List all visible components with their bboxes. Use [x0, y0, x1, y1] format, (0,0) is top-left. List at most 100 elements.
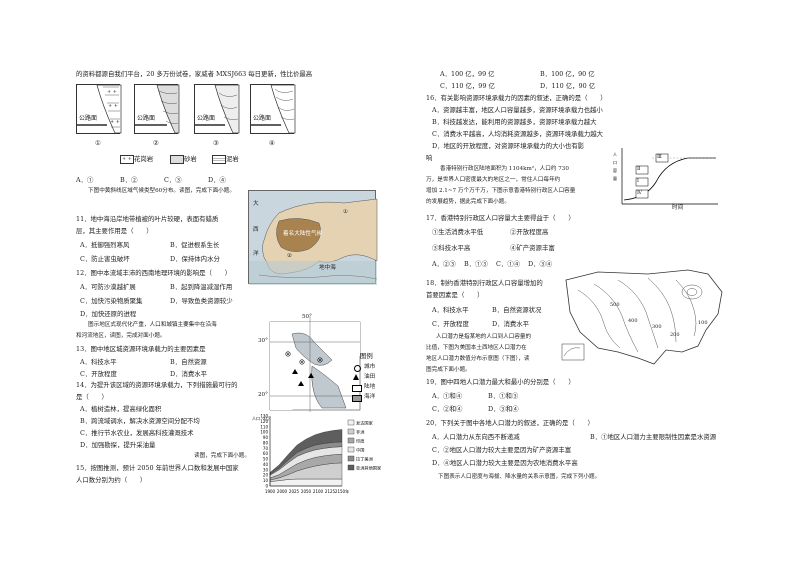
legend-label: 非洲	[356, 429, 364, 436]
map2-legend-title: 图例	[360, 352, 373, 360]
y-tick-label: 130	[260, 414, 268, 419]
rock-figure-2: 公路面	[134, 84, 180, 134]
q12-option-c: C．加快污染物质聚集	[80, 297, 143, 305]
q18-option-d: D．消费水平	[492, 320, 530, 328]
mediterranean-map: 着名大陆性气候 地中海 ① ② 大 西 洋	[248, 190, 378, 285]
x-tick-label: 1900	[265, 489, 276, 494]
svg-text:容: 容	[613, 167, 617, 173]
y-axis-label: 人口（亿）	[252, 415, 272, 421]
legend-swatch	[347, 455, 355, 462]
q19-option-a: A．①和④	[432, 392, 463, 400]
q11-stem-line1: 11．地中海沿岸地带植被的叶片较硬，表面有蜡质	[76, 215, 219, 223]
legend-oilfield: 油田	[364, 374, 376, 380]
y-tick-label: 30	[263, 467, 269, 472]
pop-intro-line4: 图完成下面小题。	[426, 367, 471, 373]
q14-option-c: C．推行节水农业，发展高科技灌溉技术	[80, 429, 194, 437]
q18-option-a: A．科技水平	[432, 306, 469, 314]
q16-option-b: B．科技越发达，能利用的资源越多，资源环境承载力越大	[432, 118, 597, 126]
y-tick-label: 20	[263, 473, 269, 478]
q20-option-c: C．②地区人口潜力较大主要是因为矿产资源丰富	[432, 446, 572, 454]
y-tick-label: 70	[263, 446, 269, 451]
q14-stem-line2: 是（ ）	[76, 393, 108, 401]
y-tick-label: 90	[263, 435, 269, 440]
q20-option-a: A．人口潜力从东向西不断递减	[432, 433, 520, 441]
q13-option-c: C．开放程度	[80, 370, 117, 378]
road-surface-label: 公路面	[79, 115, 98, 122]
y-tick-label: 80	[263, 440, 269, 445]
rock-figure-3: 公路面	[194, 84, 240, 134]
legend-label: 中国	[356, 447, 364, 454]
q16-tail: 响	[426, 154, 433, 162]
q17-stem: 17．香港特别行政区人口容量大主要得益于（ ）	[426, 214, 575, 222]
header-note: 的资料都源自我们平台，20 多万份试卷，家威者 MXSJ663 每日更新，性比价…	[76, 70, 313, 78]
q10-option-c: C．③	[164, 176, 182, 184]
isoline-label-300: 300	[652, 324, 662, 330]
legend-label: 印度	[356, 438, 365, 445]
q16-option-a: A．资源越丰富，地区人口容量越多，资源环境承载力也越小	[432, 106, 603, 114]
us-population-potential-map: 500 400 300 200 100	[558, 262, 728, 372]
lat-50-label: 50°	[302, 314, 312, 320]
q11-stem-line2: 层，其主要作用是（ ）	[76, 227, 153, 235]
hk-mark-iv: Ⅳ	[637, 190, 642, 196]
q13-intro-line2: 和河流地区，读图，完成对面小题。	[76, 333, 166, 339]
hk-mark-ii: Ⅱ	[637, 166, 641, 172]
legend-sandstone: 砂岩	[184, 155, 197, 163]
legend-city: 城市	[364, 364, 376, 370]
q14-option-b: B．跨流域调水，解决水资源空间分配不均	[80, 417, 200, 425]
q11-intro: 下图中黄斜线区域气候类型60分布。读图，完成下面小题。	[88, 188, 235, 194]
figure-label-2: ②	[153, 139, 159, 147]
q10-option-b: B．②	[120, 176, 138, 184]
road-surface-label: 公路面	[137, 115, 156, 122]
svg-text:口: 口	[613, 160, 617, 165]
chart-axes	[269, 416, 342, 487]
svg-text:+ +: + +	[107, 89, 117, 95]
mudstone-legend-swatch	[212, 155, 226, 164]
granite-legend-swatch: + +	[120, 155, 134, 164]
y-tick-label: 0	[265, 484, 268, 489]
x-tick-label: 2050	[301, 489, 312, 494]
q15-intro: 读图，完成下面小题。	[194, 453, 250, 459]
q18-option-b: B．自然资源状况	[492, 306, 542, 314]
figure-label-3: ③	[213, 139, 219, 147]
legend-swatch	[347, 428, 355, 435]
q20-stem: 20．下列关于图中各地人口潜力的叙述，正确的是（ ）	[426, 419, 594, 427]
road-surface-label: 公路面	[197, 115, 216, 122]
map1-mark-1: ①	[343, 209, 349, 215]
isoline-label-400: 400	[628, 318, 638, 324]
rock-figure-4: 公路面	[250, 84, 296, 134]
map1-mark-2: ②	[287, 253, 293, 259]
q12-extra: D．加快还原的进程	[80, 310, 137, 318]
q15-option-d: D．110 亿，90 亿	[540, 82, 596, 90]
q12-option-b: B．起到降温减湿作用	[170, 283, 233, 291]
population-chart-svg: 1301201101009080706050403020100人口（亿）1900…	[252, 414, 382, 495]
q19-option-d: D．③和④	[488, 405, 519, 413]
q13-option-a: A．科技水平	[80, 358, 117, 366]
q16-option-d: D．地区的开放程度，对资源环境承载力的大小也有影	[432, 142, 585, 150]
footer-text: 下图表示人口密度与海拔、降水量的关系示意图，完成下列小题。	[438, 474, 601, 480]
q11-option-b: B．促进根系生长	[170, 241, 220, 249]
map1-region-label: 着名大陆性气候	[283, 231, 323, 237]
legend-label: 亚洲其他国家	[356, 465, 382, 472]
q16-option-c: C．消费水平越高，人均消耗资源越多，资源环境承载力越大	[432, 130, 604, 138]
y-tick-label: 60	[263, 451, 269, 456]
svg-text:+ +: + +	[110, 119, 120, 125]
sandstone-legend-swatch	[170, 155, 184, 164]
q12-option-a: A．可防沙漠越扩展	[80, 283, 136, 291]
sea-legend-swatch	[352, 395, 362, 402]
q18-option-c: C．开放程度	[432, 320, 469, 328]
legend-label: 发达国家	[356, 420, 374, 427]
isoline-label-200: 200	[670, 332, 680, 338]
map1-sea-label: 地中海	[319, 265, 336, 271]
q15-stem-line2: 人口数分别为约（ ）	[76, 476, 147, 484]
q15-option-c: C．110 亿，99 亿	[440, 82, 495, 90]
q12-option-d: D．导致鱼类资源较少	[170, 297, 233, 305]
svg-text:人: 人	[613, 152, 617, 157]
q10-option-d: D．④	[208, 176, 226, 184]
legend-swatch	[347, 464, 355, 471]
land-legend-swatch	[352, 385, 362, 392]
svg-text:量: 量	[613, 175, 617, 181]
figure-label-1: ①	[95, 139, 101, 147]
q18-stem-line2: 首要因素是（ ）	[426, 291, 484, 299]
legend-granite: 花岗岩	[134, 155, 154, 163]
legend-label: 拉丁美洲	[356, 456, 373, 463]
